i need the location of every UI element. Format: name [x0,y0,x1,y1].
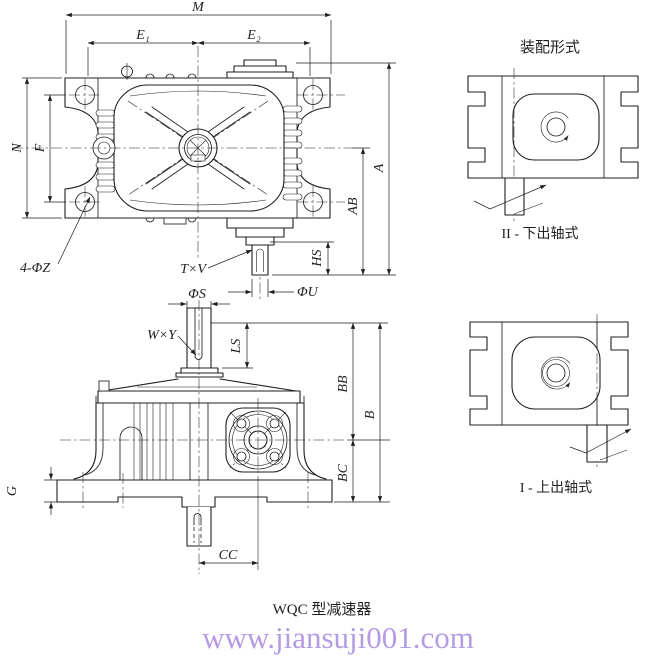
assembly-heading: 装配形式 [520,39,580,56]
dim-G: G [5,486,20,496]
dim-M: M [191,0,205,15]
dim-phi-S: ΦS [188,287,206,302]
output-shaft [186,506,212,547]
dim-F: F [33,143,48,153]
assembly-type1-label: I - 上出轴式 [520,480,592,496]
top-cover [95,367,305,404]
dim-E1: E₁ [135,28,149,43]
assembly-forms: 装配形式 II - 下出轴式 [467,39,639,496]
assembly-type2: II - 下出轴式 [467,68,639,242]
input-shaft [186,307,212,369]
drawing-title: WQC 型减速器 [273,601,372,618]
dim-BB: BB [336,375,351,393]
mounting-holes [69,79,345,218]
front-view: ΦS W×Y LS BB B BC G CC [5,287,390,574]
base [56,472,333,510]
dim-HS: HS [310,249,325,267]
bottom-cap-and-shaft [226,217,294,276]
dim-A: A [372,163,387,173]
plan-dimensions: M E₁ E₂ N F A AB HS ΦU T×V [10,0,396,300]
label-4-phi-Z: 4-ΦZ [20,261,50,276]
top-cap [226,59,294,79]
assembly-type1: I - 上出轴式 [469,314,632,496]
dim-BC: BC [336,463,351,482]
dim-B: B [363,410,378,419]
assembly-type2-label: II - 下出轴式 [502,226,579,242]
dim-phi-U: ΦU [297,285,319,300]
front-dimensions: ΦS W×Y LS BB B BC G CC [5,287,390,566]
cross-ribs [145,106,251,190]
dim-N: N [10,143,25,154]
watermark-url: www.jiansuji001.com [202,620,474,655]
dim-LS: LS [229,339,244,355]
label-TxV: T×V [180,262,207,277]
dim-CC: CC [219,548,238,563]
footer: WQC 型减速器 www.jiansuji001.com [202,601,474,655]
label-WxY: W×Y [147,328,178,343]
plan-view: M E₁ E₂ N F A AB HS ΦU T×V [10,0,396,302]
dim-E2: E₂ [246,28,261,43]
dim-AB: AB [346,197,361,216]
body-walls [73,402,327,481]
edge-bolts [121,63,197,225]
